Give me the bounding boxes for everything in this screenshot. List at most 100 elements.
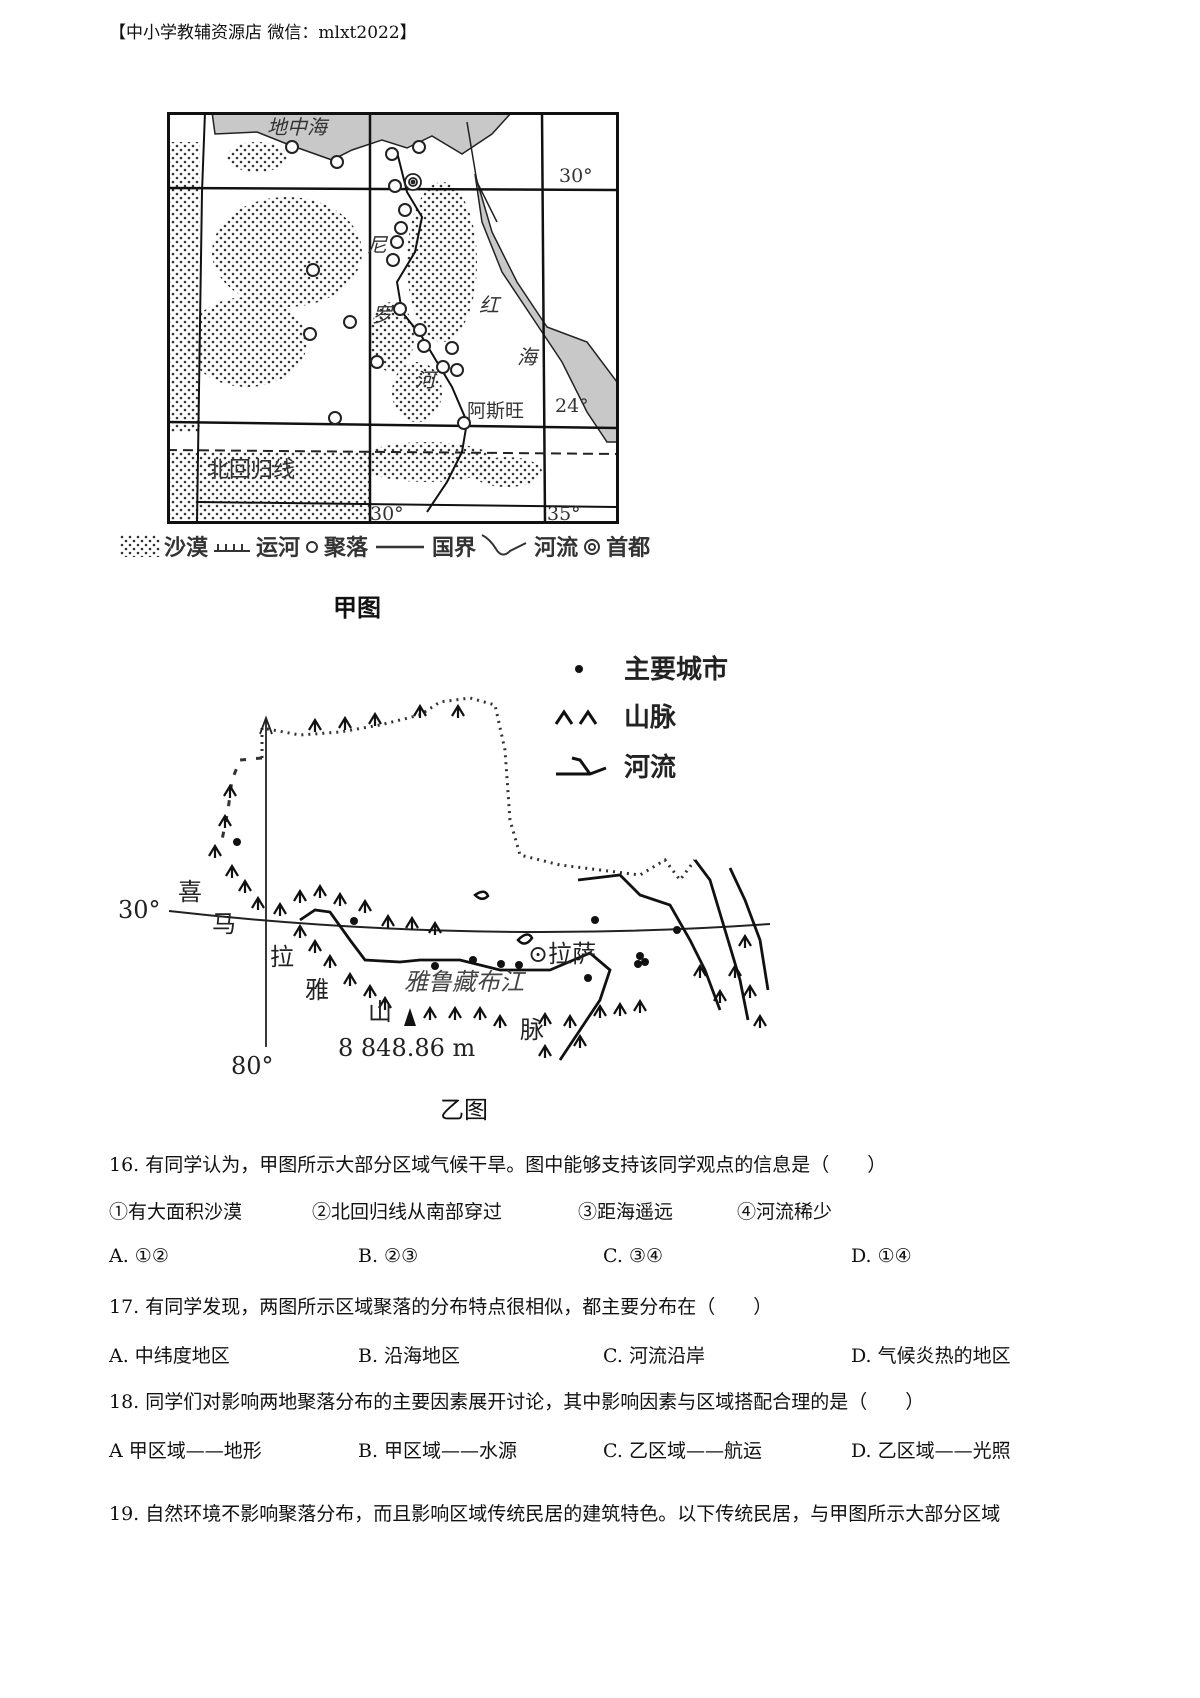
label-shan: 山 [368, 998, 392, 1026]
map1-legend: 沙漠 运河 聚落 国界 河流 首都 [120, 530, 650, 562]
nile-river [395, 151, 469, 513]
mountain-icon [728, 963, 742, 978]
river-legend-icon [556, 756, 607, 776]
river-swatch-icon [481, 534, 527, 556]
mountain-symbols [208, 703, 767, 1058]
mountain-icon [743, 983, 757, 998]
mountain-icon [613, 1001, 627, 1016]
mountain-icon [473, 1005, 487, 1020]
mountain-icon [338, 715, 352, 730]
label-lhasa: ⊙拉萨 [528, 940, 596, 968]
q18-option-a[interactable]: A 甲区域——地形 [109, 1440, 262, 1462]
everest-peak-icon [404, 1008, 416, 1026]
legend-capital: 首都 [606, 535, 651, 561]
mountain-icon [573, 1033, 587, 1048]
legend-river: 河流 [624, 753, 676, 783]
mountain-icon [368, 711, 382, 726]
q16-item-3: ③距海遥远 [578, 1201, 674, 1223]
mountain-icon [753, 1013, 767, 1028]
legend-settlement: 聚落 [324, 535, 369, 561]
mountain-icon [423, 1005, 437, 1020]
mountain-icon [208, 843, 222, 858]
question-19-stem: 19. 自然环境不影响聚落分布，而且影响区域传统民居的建筑特色。以下传统民居，与… [109, 1503, 1001, 1525]
mountain-icon [405, 915, 419, 930]
mountain-icon [293, 923, 307, 938]
label-aswan: 阿斯旺 [467, 400, 524, 422]
legend-city: 主要城市 [624, 654, 728, 685]
mountain-icon [413, 703, 427, 718]
label-lat-24: 24° [555, 395, 589, 417]
map2-legend: 主要城市 山脉 河流 [554, 654, 728, 783]
question-16-stem: 16. 有同学认为，甲图所示大部分区域气候干旱。图中能够支持该同学观点的信息是（… [109, 1154, 887, 1176]
mountain-icon [273, 901, 287, 916]
mountain-icon [323, 953, 337, 968]
q18-option-c[interactable]: C. 乙区域——航运 [603, 1440, 762, 1462]
label-hong: 红 [479, 293, 502, 317]
tropic-line [167, 449, 618, 455]
mountain-legend-icon [554, 709, 598, 725]
mountain-icon [358, 898, 372, 913]
q18-option-b[interactable]: B. 甲区域——水源 [358, 1440, 518, 1462]
mediterranean-sea [211, 112, 514, 161]
mountain-icon [428, 920, 442, 935]
canal-swatch-icon [214, 544, 251, 552]
legend-border: 国界 [432, 535, 477, 561]
q17-option-b[interactable]: B. 沿海地区 [358, 1345, 461, 1367]
map-frame [167, 112, 619, 524]
q17-option-d[interactable]: D. 气候炎热的地区 [851, 1345, 1011, 1367]
mountain-icon [448, 1005, 462, 1020]
label-peak-height: 8 848.86 m [338, 1034, 476, 1062]
question-17-stem: 17. 有同学发现，两图所示区域聚落的分布特点很相似，都主要分布在（ ） [109, 1296, 773, 1318]
rivers [299, 859, 770, 1061]
label-ni: 尼 [367, 233, 389, 257]
q17-option-a[interactable]: A. 中纬度地区 [109, 1345, 230, 1367]
mountain-icon [343, 971, 357, 986]
q16-option-a[interactable]: A. ①② [109, 1245, 169, 1267]
capital-swatch-icon [584, 539, 601, 555]
map-egypt: 地中海 尼 罗 河 红 海 阿斯旺 30° 24° 北回归线 30° 35° [167, 112, 619, 524]
legend-mountain: 山脉 [624, 703, 677, 733]
q18-option-d[interactable]: D. 乙区域——光照 [851, 1440, 1011, 1462]
legend-desert: 沙漠 [164, 535, 209, 561]
mountain-icon [693, 963, 707, 978]
q16-option-c[interactable]: C. ③④ [603, 1245, 664, 1267]
latitude-30-line [168, 910, 771, 933]
mountain-icon [378, 995, 392, 1010]
capital-cairo-icon [404, 173, 422, 191]
label-xi: 喜 [178, 878, 202, 906]
watermark-header: 【中小学教辅资源店 微信：mlxt2022】 [109, 23, 417, 43]
label-lat-30: 30° [559, 165, 593, 187]
label-mediterranean: 地中海 [267, 115, 330, 139]
desert-areas [170, 142, 542, 520]
q16-option-b[interactable]: B. ②③ [358, 1245, 419, 1267]
q17-option-c[interactable]: C. 河流沿岸 [603, 1345, 705, 1367]
city-legend-icon [575, 665, 583, 673]
map2-caption: 乙图 [440, 1096, 488, 1124]
q16-item-2: ②北回归线从南部穿过 [312, 1201, 503, 1223]
q16-option-d[interactable]: D. ①④ [851, 1245, 912, 1267]
legend-canal: 运河 [256, 535, 301, 561]
mountain-icon [308, 717, 322, 732]
label-la: 拉 [270, 943, 294, 971]
mountain-icon [381, 913, 395, 928]
label-hai: 海 [517, 345, 540, 369]
mountain-icon [713, 988, 727, 1003]
mountain-icon [218, 813, 232, 828]
mountain-icon [238, 878, 252, 893]
label-ma: 马 [212, 910, 236, 938]
mountain-icon [451, 703, 465, 718]
label-mai: 脉 [520, 1016, 544, 1044]
mountain-icon [593, 1003, 607, 1018]
red-sea [474, 173, 618, 443]
label-luo: 罗 [372, 303, 394, 327]
longitude-80-line [259, 715, 273, 1047]
mountain-icon [251, 895, 265, 910]
mountain-icon [493, 1013, 507, 1028]
desert-swatch-icon [120, 535, 160, 557]
mountain-icon [293, 888, 307, 903]
mountain-icon [538, 1043, 552, 1058]
label-lon-80: 80° [231, 1052, 274, 1080]
major-cities [233, 838, 681, 982]
label-yarlung-river: 雅鲁藏布江 [404, 968, 527, 996]
question-18-stem: 18. 同学们对影响两地聚落分布的主要因素展开讨论，其中影响因素与区域搭配合理的… [109, 1391, 925, 1413]
